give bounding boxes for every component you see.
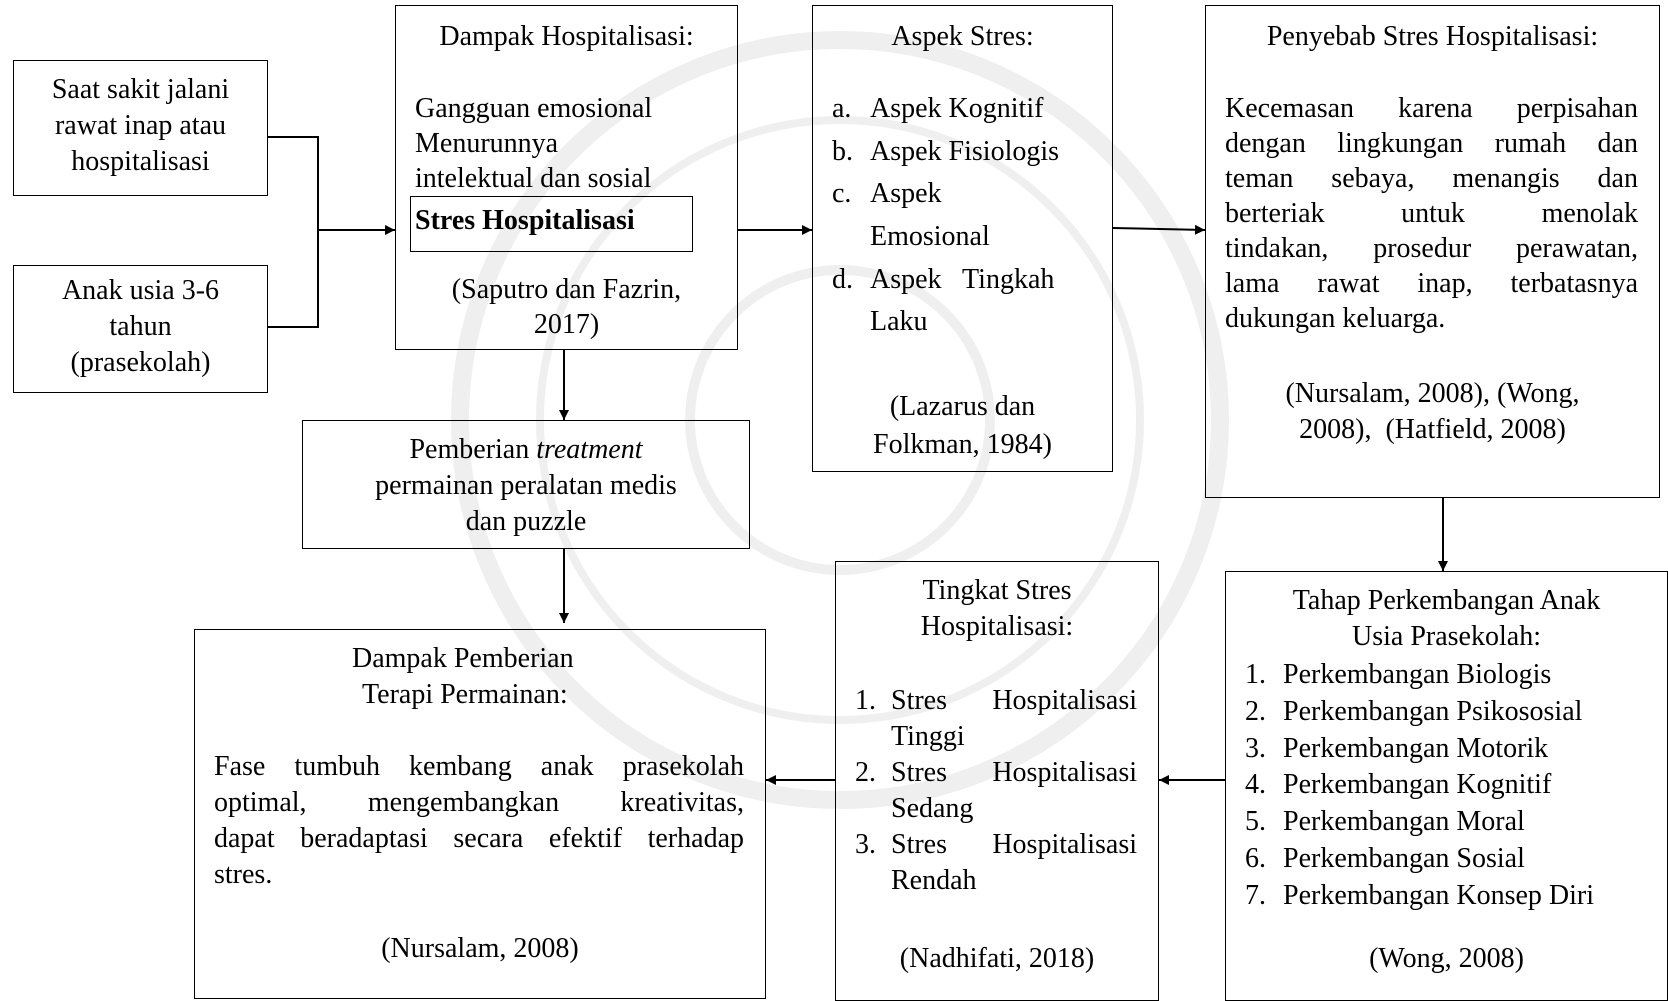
penyebab-line-1: Kecemasan karena perpisahan xyxy=(1225,93,1638,124)
connector-saat-sakit xyxy=(268,136,319,230)
tingkat-marker-1: 1. xyxy=(855,685,876,716)
tahap-marker-4: 4. xyxy=(1245,769,1266,800)
tahap-item-5: Perkembangan Moral xyxy=(1283,806,1525,837)
stres-hospitalisasi-label: Stres Hospitalisasi xyxy=(415,205,635,236)
aspek-item-d-line-1: Aspek Tingkah xyxy=(870,264,1055,295)
tingkat-title-2: Hospitalisasi: xyxy=(920,611,1074,642)
aspek-stres-title: Aspek Stres: xyxy=(891,21,1034,52)
tingkat-item-1-line-1: Stres Hospitalisasi xyxy=(891,685,1137,716)
dampak-pemberian-title-1: Dampak Pemberian xyxy=(352,643,574,674)
tingkat-marker-3: 3. xyxy=(855,829,876,860)
tingkat-item-3-line-2: Rendah xyxy=(891,865,977,896)
aspek-item-a: Aspek Kognitif xyxy=(870,93,1044,124)
treatment-line-2: permainan peralatan medis xyxy=(375,470,677,501)
aspek-item-c-line-1: Aspek xyxy=(870,178,942,209)
dampak-pemberian-line-3: dapat beradaptasi secara efektif terhada… xyxy=(214,823,744,854)
penyebab-line-3: teman sebaya, menangis dan xyxy=(1225,163,1638,194)
saat-sakit-line-1: Saat sakit jalani xyxy=(51,74,230,105)
tahap-item-4: Perkembangan Kognitif xyxy=(1283,769,1552,800)
tingkat-item-3-line-1: Stres Hospitalisasi xyxy=(891,829,1137,860)
tahap-item-6: Perkembangan Sosial xyxy=(1283,843,1525,874)
penyebab-line-7: dukungan keluarga. xyxy=(1225,303,1446,334)
saat-sakit-line-3: hospitalisasi xyxy=(71,146,210,177)
dampak-hospitalisasi-citation-2: 2017) xyxy=(533,309,600,340)
penyebab-line-5: tindakan, prosedur perawatan, xyxy=(1225,233,1638,264)
penyebab-citation-2: 2008), (Hatfield, 2008) xyxy=(1299,414,1566,445)
tahap-marker-7: 7. xyxy=(1245,880,1266,911)
treatment-italic: treatment xyxy=(536,434,643,465)
anak-usia-line-2: tahun xyxy=(109,311,172,342)
aspek-item-d-line-2: Laku xyxy=(870,306,928,337)
aspek-marker-b: b. xyxy=(832,136,853,167)
dampak-pemberian-line-4: stres. xyxy=(214,859,273,890)
box-anak-usia xyxy=(13,265,268,393)
box-aspek-stres xyxy=(812,5,1113,472)
tahap-marker-1: 1. xyxy=(1245,659,1266,690)
tingkat-citation: (Nadhifati, 2018) xyxy=(899,943,1095,974)
box-pemberian-treatment xyxy=(302,420,750,549)
tahap-item-2: Perkembangan Psikososial xyxy=(1283,696,1583,727)
dampak-hospitalisasi-line-1: Gangguan emosional xyxy=(415,93,653,124)
tahap-item-1: Perkembangan Biologis xyxy=(1283,659,1552,690)
dampak-hospitalisasi-line-2: Menurunnya xyxy=(415,128,559,159)
treatment-line-1: Pemberian treatment xyxy=(302,433,750,467)
arrow-to-penyebab xyxy=(1112,224,1206,235)
treatment-line-3: dan puzzle xyxy=(465,506,587,537)
dampak-pemberian-line-1: Fase tumbuh kembang anak prasekolah xyxy=(214,751,744,782)
tingkat-item-1-line-2: Tinggi xyxy=(891,721,965,752)
penyebab-citation-1: (Nursalam, 2008), (Wong, xyxy=(1285,378,1580,409)
box-penyebab-stres xyxy=(1205,5,1660,498)
tingkat-title-1: Tingkat Stres xyxy=(922,575,1072,606)
tahap-citation: (Wong, 2008) xyxy=(1369,943,1524,974)
penyebab-line-4: berteriak untuk menolak xyxy=(1225,198,1638,229)
aspek-item-b: Aspek Fisiologis xyxy=(870,136,1060,167)
aspek-marker-c: c. xyxy=(832,178,852,209)
box-dampak-hospitalisasi xyxy=(395,5,738,350)
tahap-item-7: Perkembangan Konsep Diri xyxy=(1283,880,1595,911)
dampak-pemberian-line-2: optimal, mengembangkan kreativitas, xyxy=(214,787,744,818)
anak-usia-line-1: Anak usia 3-6 xyxy=(61,275,220,306)
tahap-marker-5: 5. xyxy=(1245,806,1266,837)
aspek-item-c-line-2: Emosional xyxy=(870,221,990,252)
tahap-item-3: Perkembangan Motorik xyxy=(1283,733,1549,764)
penyebab-line-6: lama rawat inap, terbatasnya xyxy=(1225,268,1638,299)
tahap-marker-6: 6. xyxy=(1245,843,1266,874)
box-stres-hospitalisasi xyxy=(410,196,693,252)
connector-anak-usia xyxy=(268,230,319,328)
tahap-title-2: Usia Prasekolah: xyxy=(1352,621,1541,652)
tahap-marker-3: 3. xyxy=(1245,733,1266,764)
treatment-pre: Pemberian xyxy=(409,434,537,465)
dampak-hospitalisasi-line-3: intelektual dan sosial xyxy=(415,163,652,194)
tahap-marker-2: 2. xyxy=(1245,696,1266,727)
tahap-title-1: Tahap Perkembangan Anak xyxy=(1292,585,1601,616)
dampak-hospitalisasi-citation-1: (Saputro dan Fazrin, xyxy=(451,274,682,305)
box-saat-sakit xyxy=(13,60,268,196)
aspek-marker-a: a. xyxy=(832,93,852,124)
dampak-pemberian-title-2: Terapi Permainan: xyxy=(362,679,568,710)
tingkat-marker-2: 2. xyxy=(855,757,876,788)
penyebab-title: Penyebab Stres Hospitalisasi: xyxy=(1266,21,1599,52)
dampak-pemberian-citation: (Nursalam, 2008) xyxy=(381,933,579,964)
saat-sakit-line-2: rawat inap atau xyxy=(54,110,227,141)
aspek-marker-d: d. xyxy=(832,264,853,295)
aspek-citation-1: (Lazarus dan xyxy=(889,391,1036,422)
penyebab-line-2: dengan lingkungan rumah dan xyxy=(1225,128,1638,159)
anak-usia-line-3: (prasekolah) xyxy=(70,347,211,378)
tingkat-item-2-line-2: Sedang xyxy=(891,793,974,824)
dampak-hospitalisasi-title: Dampak Hospitalisasi: xyxy=(439,21,694,52)
aspek-citation-2: Folkman, 1984) xyxy=(873,429,1052,460)
tingkat-item-2-line-1: Stres Hospitalisasi xyxy=(891,757,1137,788)
